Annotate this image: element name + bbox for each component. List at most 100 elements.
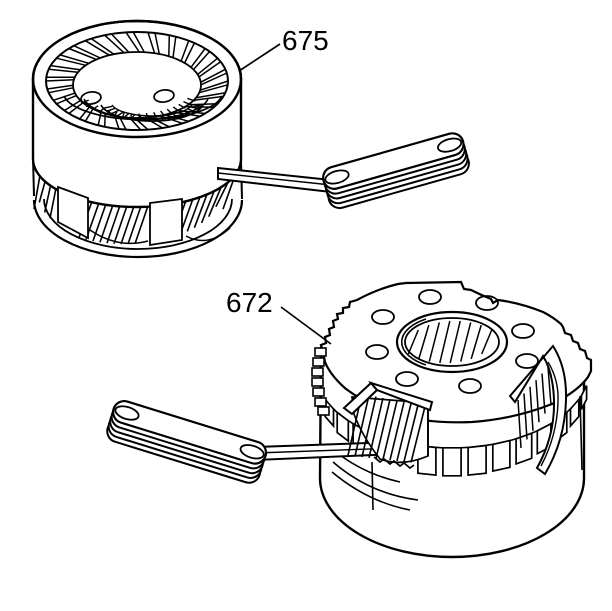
ring-tooth-line: [84, 108, 94, 122]
ring-tooth-line: [134, 117, 149, 131]
planet-tooth-line: [535, 380, 540, 423]
pinion-tooth-line: [106, 205, 121, 244]
ring-tooth-line: [56, 57, 86, 67]
ring-tooth-line: [193, 95, 224, 101]
ring-tooth-line: [192, 50, 211, 71]
hub-spline-tick: [103, 105, 113, 109]
sprocket-teeth-band: [324, 385, 588, 477]
planet-tooth-line: [403, 404, 419, 462]
planet-tooth-line: [523, 393, 528, 440]
ring-tooth-line: [180, 40, 190, 62]
planet-tooth-line: [354, 395, 370, 457]
left-planet-gear-window: [347, 393, 429, 470]
pinion-silhouette-arc: [89, 229, 149, 245]
planet-tooth-line: [529, 386, 534, 431]
sprocket-tooth: [580, 385, 588, 410]
planet-tooth-line: [396, 403, 412, 461]
ring-tooth-line: [188, 103, 218, 106]
planet-tooth-line: [547, 366, 552, 406]
ring-tooth-line: [50, 64, 81, 71]
ring-tooth-line: [154, 32, 161, 55]
ring-tooth-line: [110, 33, 130, 53]
ring-tooth-line: [168, 35, 171, 57]
leader-line-672: [280, 306, 332, 345]
carrier-oval-hole: [475, 295, 499, 311]
sprocket-tooth: [569, 397, 580, 429]
center-opening-inner-rim: [404, 317, 500, 367]
ring-tooth-line: [197, 57, 219, 75]
ring-tooth-line: [164, 114, 189, 123]
ring-tooth-line: [53, 92, 76, 102]
hub-spline-tick: [106, 107, 116, 112]
pinion-tooth-line: [120, 205, 135, 245]
right-curved-flange: [508, 344, 568, 476]
carrier-plate-details: [365, 289, 539, 394]
sprocket-tooth: [515, 432, 533, 466]
bottom-flange-outer: [32, 199, 244, 259]
teeth-tip-edge: [72, 51, 202, 119]
drum-edge-line: [579, 395, 583, 471]
pinion-tooth-line: [207, 185, 223, 218]
sun-spline-line: [449, 320, 461, 364]
ring-tooth-line: [129, 117, 142, 131]
sprocket-tooth: [491, 439, 511, 473]
sun-spline-line: [470, 324, 482, 360]
planet-tooth-line: [382, 400, 398, 460]
holding-tool-handle-lower: [106, 400, 268, 484]
ring-tooth-line: [177, 109, 206, 115]
ring-tooth-line: [125, 31, 140, 53]
planet-tooth-line: [389, 402, 405, 461]
ring-tooth-line: [144, 117, 163, 129]
handle-hole: [437, 137, 463, 153]
curved-flange-inner-line: [540, 361, 559, 467]
pinion-tooth-line: [43, 184, 52, 213]
ring-tooth-line: [183, 42, 196, 64]
ring-tooth-line: [147, 32, 156, 54]
ring-tooth-line: [173, 111, 201, 118]
pinion-tooth-line: [113, 205, 128, 244]
planet-tooth-line: [368, 397, 384, 458]
ring-tooth-line: [73, 45, 101, 59]
carrier-oval-hole: [418, 289, 442, 305]
center-opening-outer-rim: [395, 310, 509, 374]
carrier-hole: [153, 89, 175, 103]
drum-arc: [331, 471, 411, 511]
part-label-672: 672: [226, 287, 273, 318]
ring-tooth-line: [198, 84, 228, 94]
ring-tooth-line: [149, 116, 170, 128]
edge-tooth: [311, 377, 324, 387]
pinion-tooth-line: [215, 180, 230, 208]
part-label-675: 675: [282, 25, 329, 56]
carrier-oval-hole: [458, 378, 482, 394]
left-edge-teeth-stack: [311, 347, 330, 416]
handle-hole: [239, 444, 265, 460]
pinion-tooth-line: [33, 175, 41, 210]
tool-rod-edge-line: [217, 172, 332, 186]
tool-rod-upper: [217, 166, 332, 194]
sun-gear-spline-hatch: [407, 320, 493, 364]
ring-gear-top-face: [31, 19, 243, 139]
planet-tooth-line: [361, 396, 377, 458]
sun-spline-line: [481, 329, 493, 355]
ring-tooth-line: [64, 99, 81, 112]
curved-flange-band: [508, 344, 568, 476]
ring-tooth-line: [48, 87, 74, 94]
sprocket-tooth: [336, 410, 350, 443]
carrier-oval-hole: [515, 353, 539, 369]
hub-spline-tick: [116, 111, 124, 117]
ring-tooth-line: [103, 113, 106, 127]
ring-tooth-line: [198, 61, 222, 78]
carrier-oval-hole: [365, 344, 389, 360]
pinion-tooth-line: [92, 203, 107, 242]
ring-tooth-line: [113, 115, 120, 130]
pinion-tooth-line: [127, 205, 142, 245]
pinion-tooth-line: [99, 204, 114, 243]
window-edge-line: [371, 461, 374, 511]
pinion-tooth-line: [193, 193, 209, 228]
sun-spline-line: [439, 320, 451, 364]
gear-teeth-tips: [373, 456, 415, 470]
carrier-oval-hole: [511, 323, 535, 339]
planet-tooth-line: [517, 399, 522, 449]
hub-spline-tick: [187, 108, 196, 113]
pinion-tooth-line: [134, 205, 149, 244]
